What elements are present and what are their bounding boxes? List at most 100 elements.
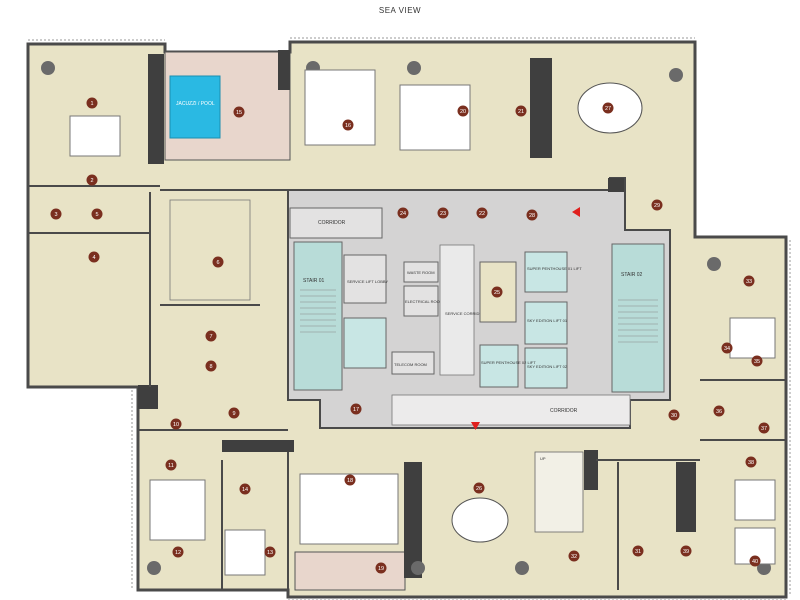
gym-equipment xyxy=(169,199,251,301)
room-marker-11: 11 xyxy=(165,459,177,471)
room-marker-circle xyxy=(350,403,362,415)
room-marker-circle xyxy=(668,409,680,421)
room-number: 33 xyxy=(746,279,752,285)
room-number: 22 xyxy=(479,211,485,217)
room-marker-circle xyxy=(721,342,733,354)
entry-arrow-top xyxy=(572,207,580,217)
room-marker-circle xyxy=(457,105,469,117)
room-number: 9 xyxy=(232,411,235,417)
interior-walls xyxy=(28,185,786,590)
room-marker-32: 32 xyxy=(568,550,580,562)
room-number: 17 xyxy=(353,407,359,413)
room-marker-circle xyxy=(375,562,387,574)
room-number: 30 xyxy=(671,413,677,419)
room-number: 7 xyxy=(209,334,212,340)
room-marker-circle xyxy=(632,545,644,557)
room-number: 29 xyxy=(654,203,660,209)
room-number: 38 xyxy=(748,460,754,466)
corridor-bottom-label: CORRIDOR xyxy=(550,408,578,414)
electrical-room-label: ELECTRICAL ROOM xyxy=(405,299,443,304)
room-marker-9: 9 xyxy=(228,407,240,419)
electrical-room xyxy=(403,285,439,317)
room-marker-36: 36 xyxy=(713,405,725,417)
room-marker-2: 2 xyxy=(86,174,98,186)
room-marker-26: 26 xyxy=(473,482,485,494)
window-glazing xyxy=(28,37,791,600)
room-number: 39 xyxy=(683,549,689,555)
room-marker-25: 25 xyxy=(491,286,503,298)
sky-edition-lift-02-label: SKY EDITION LIFT 02 xyxy=(527,364,568,369)
room-marker-23: 23 xyxy=(437,207,449,219)
room-marker-10: 10 xyxy=(170,418,182,430)
room-number: 14 xyxy=(242,487,248,493)
room-marker-circle xyxy=(170,418,182,430)
room-number: 11 xyxy=(168,463,174,469)
room-number: 34 xyxy=(724,346,730,352)
room-marker-circle xyxy=(344,474,356,486)
room-marker-30: 30 xyxy=(668,409,680,421)
room-marker-circle xyxy=(86,174,98,186)
room-number: 20 xyxy=(460,109,466,115)
room-marker-24: 24 xyxy=(397,207,409,219)
room-marker-38: 38 xyxy=(745,456,757,468)
room-marker-15: 15 xyxy=(233,106,245,118)
room-number: 3 xyxy=(54,212,57,218)
room-marker-circle xyxy=(568,550,580,562)
room-marker-circle xyxy=(473,482,485,494)
room-number: 28 xyxy=(529,213,535,219)
corridor-top-label: CORRIDOR xyxy=(318,220,346,226)
room-marker-1: 1 xyxy=(86,97,98,109)
stair-02-treads xyxy=(618,299,658,343)
room-marker-circle xyxy=(264,546,276,558)
super-penthouse-01-lift xyxy=(524,251,568,293)
room-number: 21 xyxy=(518,109,524,115)
room-number: 2 xyxy=(90,178,93,184)
room-marker-18: 18 xyxy=(344,474,356,486)
room-marker-circle xyxy=(228,407,240,419)
entry-arrow-bottom xyxy=(471,422,480,430)
room-number: 10 xyxy=(173,422,179,428)
room-marker-22: 22 xyxy=(476,207,488,219)
room-marker-7: 7 xyxy=(205,330,217,342)
stair-01-label: STAIR 01 xyxy=(303,278,325,284)
room-number: 1 xyxy=(90,101,93,107)
service-lift-lobby-label: SERVICE LIFT LOBBY xyxy=(347,279,389,284)
pool-water xyxy=(169,75,221,139)
room-marker-35: 35 xyxy=(751,355,763,367)
sky-edition-lift-01-label: SKY EDITION LIFT 01 xyxy=(527,318,568,323)
super-penthouse-02-lift-label: SUPER PENTHOUSE 02 LIFT xyxy=(481,360,536,365)
room-marker-29: 29 xyxy=(651,199,663,211)
room-marker-circle xyxy=(342,119,354,131)
structural-columns xyxy=(138,50,696,578)
waste-room-label: WASTE ROOM xyxy=(407,270,435,275)
room-marker-circle xyxy=(86,97,98,109)
room-marker-circle xyxy=(437,207,449,219)
room-marker-3: 3 xyxy=(50,208,62,220)
room-marker-circle xyxy=(397,207,409,219)
room-marker-5: 5 xyxy=(91,208,103,220)
room-marker-8: 8 xyxy=(205,360,217,372)
room-marker-16: 16 xyxy=(342,119,354,131)
room-marker-circle xyxy=(476,207,488,219)
dining-table-26 xyxy=(451,497,509,543)
telecom-room xyxy=(391,351,435,375)
room-marker-circle xyxy=(751,355,763,367)
room-marker-circle xyxy=(758,422,770,434)
room-number: 23 xyxy=(440,211,446,217)
room-marker-31: 31 xyxy=(632,545,644,557)
sofa-16 xyxy=(304,69,376,146)
room-number: 12 xyxy=(175,550,181,556)
room-marker-circle xyxy=(680,545,692,557)
room-marker-circle xyxy=(743,275,755,287)
room-marker-39: 39 xyxy=(680,545,692,557)
telecom-room-label: TELECOM ROOM xyxy=(394,362,427,367)
room-marker-circle xyxy=(749,555,761,567)
room-number: 25 xyxy=(494,290,500,296)
room-marker-17: 17 xyxy=(350,403,362,415)
room-number: 13 xyxy=(267,550,273,556)
room-marker-13: 13 xyxy=(264,546,276,558)
service-corridor xyxy=(439,244,475,376)
service-corridor-label: SERVICE CORRIDOR xyxy=(445,311,485,316)
room-number: 35 xyxy=(754,359,760,365)
room-marker-circle xyxy=(713,405,725,417)
